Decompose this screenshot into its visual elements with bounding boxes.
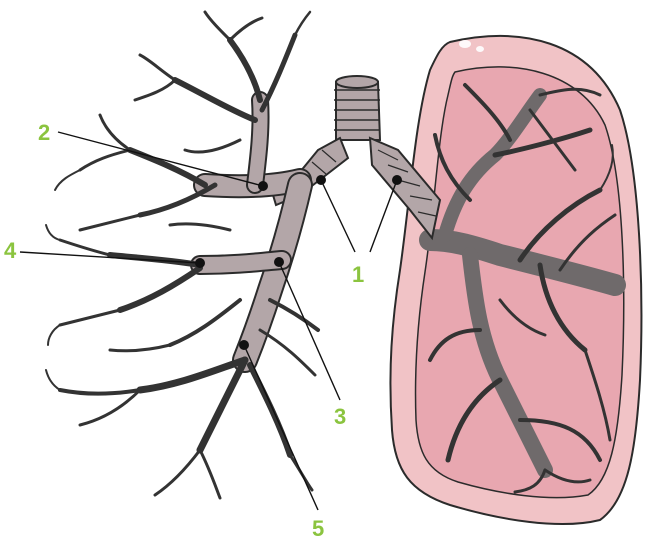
branch: [110, 345, 170, 351]
branch: [185, 140, 240, 152]
branch: [80, 215, 140, 230]
callout-label-2: 2: [38, 120, 50, 145]
branch: [60, 310, 120, 325]
left-bronchial-tree: [46, 12, 318, 498]
branch: [60, 240, 110, 255]
branch: [170, 300, 240, 345]
callout-label-4: 4: [4, 238, 17, 263]
branch: [46, 225, 60, 240]
leader-line-5: [244, 345, 318, 510]
branch: [175, 80, 255, 120]
branch: [135, 80, 175, 100]
branch: [262, 35, 295, 110]
leader-line-3: [279, 262, 340, 400]
branch: [205, 12, 230, 40]
branch: [230, 40, 260, 100]
trachea-opening: [336, 76, 378, 88]
branch: [120, 268, 200, 310]
branch: [60, 390, 140, 394]
branch: [55, 170, 80, 190]
branch: [170, 224, 230, 230]
lung-illustration: [390, 36, 641, 524]
pointer-dot-2: [258, 181, 268, 191]
branch: [46, 370, 60, 390]
leader-line-1b: [370, 180, 397, 252]
pointer-dot-3: [274, 257, 284, 267]
branch: [270, 300, 318, 330]
branch: [295, 12, 310, 35]
branch: [250, 365, 290, 455]
trunk-middle-fill: [200, 260, 282, 265]
callout-label-3: 3: [334, 404, 346, 429]
callout-label-5: 5: [312, 516, 324, 540]
leader-line-1a: [321, 180, 355, 252]
leader-line-2: [58, 132, 263, 186]
branch: [140, 185, 215, 215]
branch: [260, 330, 315, 375]
branch: [48, 325, 60, 345]
pointer-dot-1-left: [316, 175, 326, 185]
lung-highlight: [459, 40, 471, 48]
branch: [200, 450, 220, 498]
trunk-upper-up-fill: [255, 100, 261, 185]
pointer-dot-5: [239, 340, 249, 350]
callout-label-1: 1: [352, 262, 364, 287]
branch: [140, 55, 175, 80]
lung-highlight-small: [476, 46, 484, 52]
branch: [80, 150, 130, 170]
pointer-dot-4: [195, 258, 205, 268]
pointer-dot-1-right: [392, 175, 402, 185]
branch: [155, 450, 200, 495]
branch: [230, 18, 262, 40]
trachea: [334, 76, 380, 140]
